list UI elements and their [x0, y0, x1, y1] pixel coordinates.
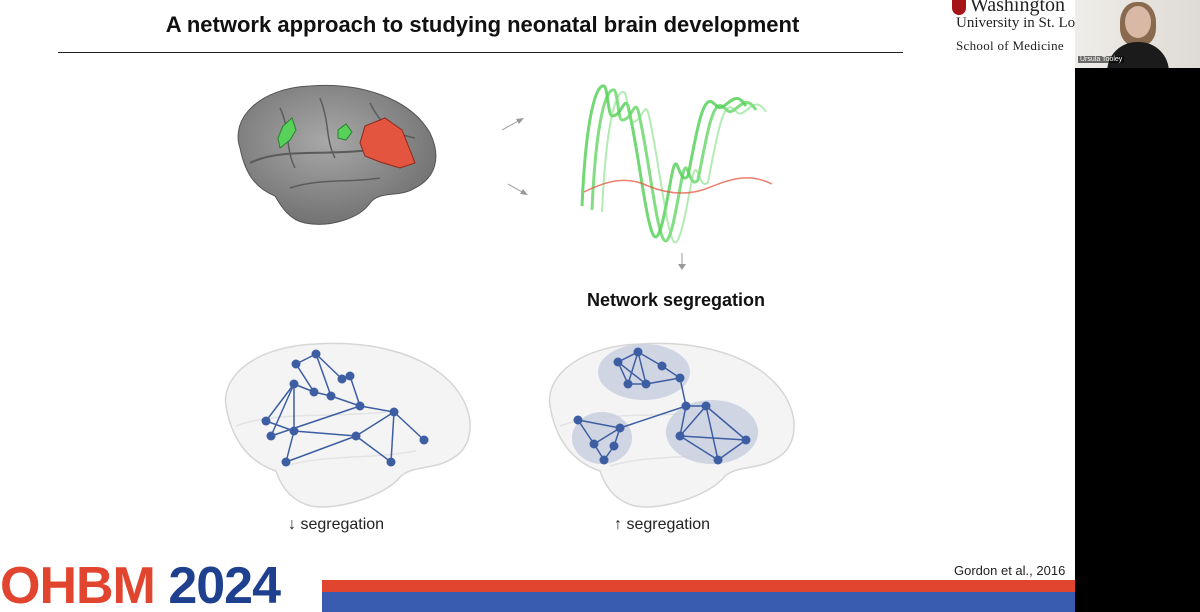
red-roi	[359, 117, 416, 169]
ohbm-text: OHBM	[0, 557, 156, 612]
shield-icon	[952, 0, 966, 15]
video-panel: Ursula Tooley	[1075, 0, 1200, 612]
participant-video[interactable]: Ursula Tooley	[1075, 0, 1200, 68]
high-segregation-network	[548, 342, 795, 508]
low-segregation-label: ↓ segregation	[288, 516, 385, 533]
banner-red-stripe	[322, 580, 1075, 592]
time-series-plot	[580, 84, 773, 244]
network-segregation-label: Network segregation	[587, 290, 766, 310]
arrow-down-right-icon	[507, 183, 528, 195]
participant-face	[1125, 6, 1151, 38]
slide-title: A network approach to studying neonatal …	[165, 12, 800, 37]
green-roi-1	[277, 117, 297, 149]
arrow-down-icon	[678, 253, 686, 270]
green-roi-2	[337, 123, 353, 141]
participant-name: Ursula Tooley	[1078, 56, 1125, 63]
university-logo: Washington University in St. Louis Schoo…	[952, 0, 1075, 56]
banner-blue-stripe	[322, 592, 1075, 612]
high-segregation-label: ↑ segregation	[614, 516, 711, 533]
title-divider	[58, 52, 903, 53]
logo-line-3: School of Medicine	[956, 38, 1064, 53]
ohbm-banner: OHBM 2024	[0, 557, 281, 612]
logo-line-2: University in St. Louis	[956, 15, 1075, 31]
presentation-slide: A network approach to studying neonatal …	[0, 0, 1075, 612]
brain-roi-illustration	[237, 84, 437, 225]
citation: Gordon et al., 2016	[954, 563, 1066, 578]
arrow-up-right-icon	[501, 118, 524, 131]
ohbm-year: 2024	[168, 557, 281, 612]
low-segregation-network	[224, 342, 471, 508]
logo-line-1: Washington	[970, 0, 1066, 16]
